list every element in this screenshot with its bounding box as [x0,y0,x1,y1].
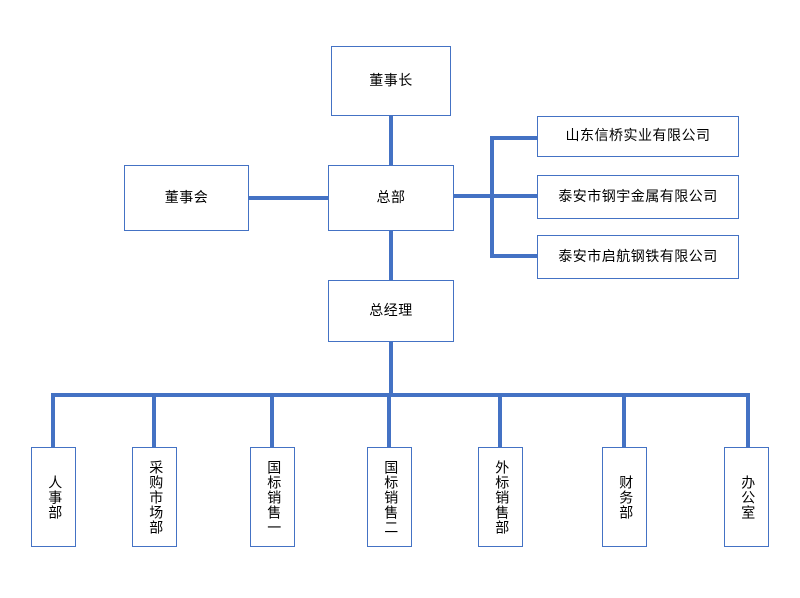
org-node-label-dept1: 人事部 [46,474,63,520]
connector-drop-dept2 [152,393,156,449]
org-node-label-gm: 总经理 [369,302,413,319]
org-node-dept7[interactable]: 办公室 [724,447,769,547]
org-node-label-dept4: 国标销售二 [382,459,399,535]
org-node-board[interactable]: 董事会 [124,165,249,231]
org-node-dept4[interactable]: 国标销售二 [367,447,412,547]
org-node-sub3[interactable]: 泰安市启航钢铁有限公司 [537,235,739,279]
org-node-sub1[interactable]: 山东信桥实业有限公司 [537,116,739,157]
org-node-dept3[interactable]: 国标销售一 [250,447,295,547]
connector-hq-to-gm [389,229,393,282]
connector-dept-bus [51,393,750,397]
org-node-label-dept2: 采购市场部 [147,459,164,535]
connector-gm-to-bus [389,341,393,397]
connector-drop-dept5 [498,393,502,449]
connector-drop-dept7 [746,393,750,449]
connector-sub1-branch [490,136,539,140]
org-node-label-board: 董事会 [164,189,209,206]
connector-board-to-hq [247,196,330,200]
org-node-chairman[interactable]: 董事长 [331,46,451,116]
connector-sub3-branch [490,254,539,258]
connector-drop-dept3 [270,393,274,449]
connector-chairman-to-hq [389,116,393,166]
org-node-dept5[interactable]: 外标销售部 [478,447,523,547]
org-node-dept1[interactable]: 人事部 [31,447,76,547]
connector-drop-dept6 [622,393,626,449]
org-node-headquarters[interactable]: 总部 [328,165,454,231]
org-node-sub2[interactable]: 泰安市钢宇金属有限公司 [537,175,739,219]
org-node-dept6[interactable]: 财务部 [602,447,647,547]
org-node-label-sub1: 山东信桥实业有限公司 [565,128,711,145]
org-node-label-dept3: 国标销售一 [265,459,282,535]
org-node-label-sub3: 泰安市启航钢铁有限公司 [558,248,718,265]
connector-hq-to-sub-stem [452,194,539,198]
org-node-label-dept7: 办公室 [739,474,756,520]
org-node-label-dept6: 财务部 [617,474,634,520]
org-node-dept2[interactable]: 采购市场部 [132,447,177,547]
connector-drop-dept1 [51,393,55,449]
org-node-label-chairman: 董事长 [369,72,413,89]
connector-drop-dept4 [387,393,391,449]
org-node-label-headquarters: 总部 [376,189,406,206]
org-node-label-sub2: 泰安市钢宇金属有限公司 [558,188,718,205]
connector-sub-trunk [490,136,494,258]
org-node-gm[interactable]: 总经理 [328,280,454,342]
org-node-label-dept5: 外标销售部 [493,459,510,535]
